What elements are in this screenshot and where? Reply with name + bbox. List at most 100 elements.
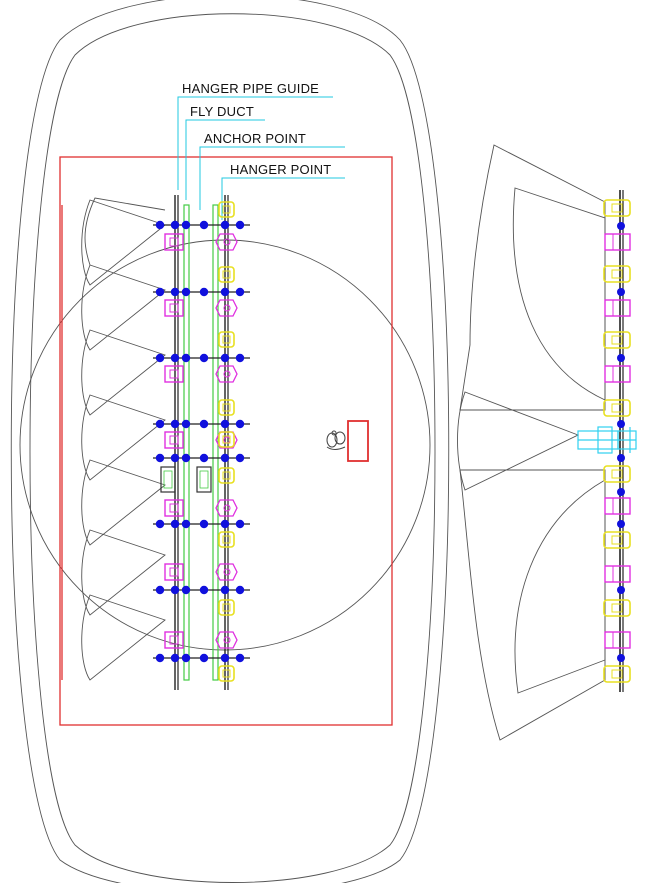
hanger-magenta-inner xyxy=(169,503,179,513)
center-red-box xyxy=(347,420,369,462)
anchor-point xyxy=(155,519,165,529)
anchor-point xyxy=(170,353,180,363)
right-anchor-point xyxy=(617,288,625,296)
anchor-point xyxy=(181,519,191,529)
anchor-point xyxy=(235,519,245,529)
anchor-point xyxy=(170,287,180,297)
hanger-yellow-inner xyxy=(222,403,231,412)
hanger-magenta-right-inner xyxy=(223,568,231,576)
hanger-magenta-right-inner xyxy=(223,238,231,246)
hanger-magenta-inner xyxy=(169,567,179,577)
anchor-point xyxy=(155,453,165,463)
right-hanger-yellow xyxy=(603,265,631,283)
right-hanger-yellow-inner xyxy=(611,269,623,279)
fan-wedge-top xyxy=(84,197,166,266)
right-anchor-point xyxy=(617,488,625,496)
hanger-yellow-inner xyxy=(222,603,231,612)
anchor-point xyxy=(235,353,245,363)
inner-stadium-outline xyxy=(29,13,436,883)
anchor-point xyxy=(155,653,165,663)
right-mid-wedge-outline xyxy=(512,187,606,401)
anchor-point xyxy=(220,287,230,297)
right-hanger-magenta xyxy=(604,497,631,515)
hanger-yellow xyxy=(218,201,235,218)
hanger-magenta-right xyxy=(215,299,238,317)
hanger-yellow-inner xyxy=(222,270,231,279)
fan-wedge xyxy=(81,394,166,481)
fly-duct-right xyxy=(212,204,219,681)
right-hanger-points xyxy=(603,199,631,683)
leader-lines xyxy=(177,96,345,220)
anchor-point xyxy=(199,653,209,663)
right-anchor-point xyxy=(617,354,625,362)
hanger-magenta xyxy=(164,563,184,581)
anchor-point xyxy=(220,653,230,663)
anchor-point xyxy=(181,653,191,663)
red-frame xyxy=(59,156,393,726)
anchor-point xyxy=(199,585,209,595)
right-lower-inner-wedge xyxy=(514,479,606,694)
anchor-point xyxy=(199,519,209,529)
hanger-yellow-inner xyxy=(222,335,231,344)
panel-left-inner xyxy=(163,470,173,489)
fan-wedge xyxy=(81,529,166,616)
anchor-point xyxy=(199,453,209,463)
anchor-point xyxy=(235,653,245,663)
anchor-point xyxy=(181,585,191,595)
anchor-point xyxy=(199,353,209,363)
anchor-point xyxy=(170,453,180,463)
right-hanger-yellow xyxy=(603,331,631,349)
hanger-magenta-right-inner xyxy=(223,370,231,378)
anchor-point xyxy=(170,519,180,529)
anchor-point xyxy=(181,287,191,297)
right-lower-wedge-outline xyxy=(459,469,606,741)
right-hanger-yellow-inner xyxy=(611,335,623,345)
anchor-point xyxy=(199,220,209,230)
fan-wedge xyxy=(81,199,166,286)
fan-wedge xyxy=(81,594,166,681)
right-outer-wedge-outline xyxy=(459,144,606,411)
right-hanger-yellow-inner xyxy=(611,203,623,213)
right-anchor-point xyxy=(617,520,625,528)
panel-right-inner xyxy=(199,470,209,489)
right-hanger-magenta xyxy=(604,233,631,251)
hanger-magenta xyxy=(164,233,184,251)
right-hanger-magenta xyxy=(604,631,631,649)
label-hanger-point: HANGER POINT xyxy=(230,162,331,177)
label-fly-duct: FLY DUCT xyxy=(190,104,254,119)
anchor-point xyxy=(220,453,230,463)
anchor-point xyxy=(170,653,180,663)
center-operator-figure xyxy=(326,430,346,450)
motor-assembly xyxy=(577,426,637,454)
anchor-point xyxy=(170,419,180,429)
right-hanger-magenta xyxy=(604,299,631,317)
hanger-yellow-inner xyxy=(222,535,231,544)
hanger-magenta xyxy=(164,631,184,649)
anchor-point xyxy=(220,519,230,529)
hanger-magenta-inner xyxy=(169,303,179,313)
anchor-point xyxy=(220,585,230,595)
anchor-point xyxy=(199,419,209,429)
hanger-yellow xyxy=(218,331,235,348)
hanger-yellow xyxy=(218,531,235,548)
anchor-point xyxy=(181,220,191,230)
anchor-point xyxy=(170,585,180,595)
anchor-point xyxy=(155,220,165,230)
hanger-magenta-inner xyxy=(169,635,179,645)
fan-wedge xyxy=(81,459,166,546)
right-hanger-magenta xyxy=(604,365,631,383)
right-hanger-yellow-inner xyxy=(611,469,623,479)
outer-stadium-outline xyxy=(10,0,450,883)
anchor-point xyxy=(235,419,245,429)
label-hanger-pipe-guide: HANGER PIPE GUIDE xyxy=(182,81,319,96)
anchor-point xyxy=(155,419,165,429)
anchor-point xyxy=(220,419,230,429)
right-hanger-yellow xyxy=(603,531,631,549)
hanger-yellow xyxy=(218,431,235,448)
hanger-magenta-right xyxy=(215,365,238,383)
anchor-point xyxy=(235,287,245,297)
left-fan-wedges xyxy=(81,197,166,681)
right-hanger-yellow xyxy=(603,465,631,483)
right-center-wedge xyxy=(457,391,580,491)
hanger-yellow-inner xyxy=(222,435,231,444)
